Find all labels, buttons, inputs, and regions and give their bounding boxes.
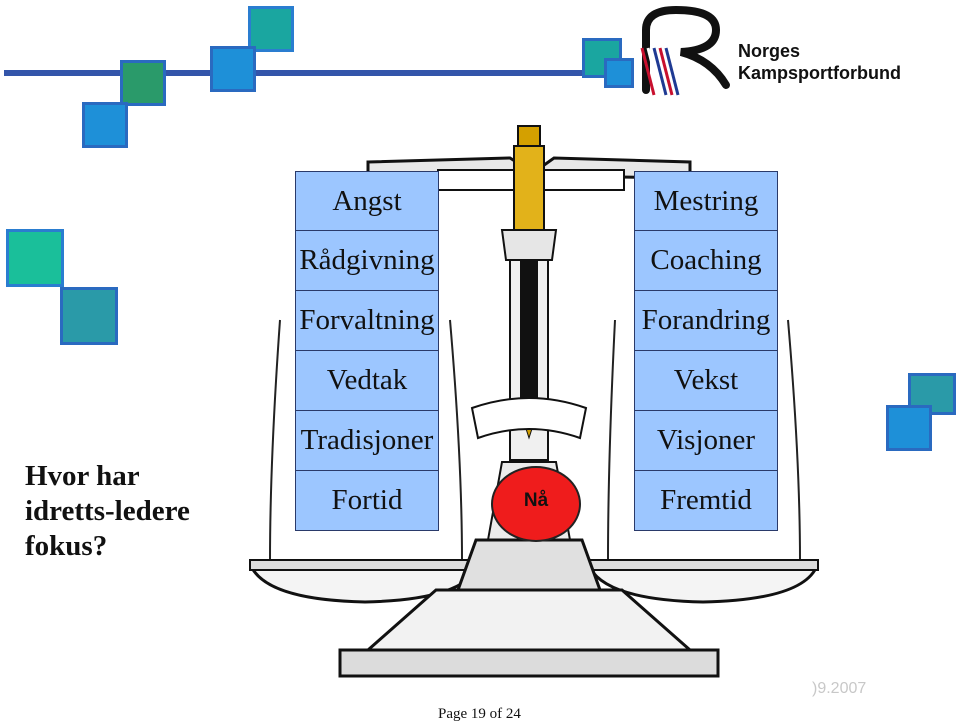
left-pan-item: Rådgivning xyxy=(295,231,439,291)
slide-question: Hvor har idretts-ledere fokus? xyxy=(25,459,190,564)
logo-text: Norges Kampsportforbund xyxy=(738,40,901,84)
now-badge: Nå xyxy=(491,466,581,542)
left-pan-list: Angst Rådgivning Forvaltning Vedtak Trad… xyxy=(295,171,439,531)
right-pan-list: Mestring Coaching Forandring Vekst Visjo… xyxy=(634,171,778,531)
right-pan-item: Mestring xyxy=(634,171,778,231)
right-pan-item: Fremtid xyxy=(634,471,778,531)
right-pan-item: Coaching xyxy=(634,231,778,291)
question-line-3: fokus? xyxy=(25,530,108,562)
date-fragment: )9.2007 xyxy=(812,680,867,697)
left-pan-item: Vedtak xyxy=(295,351,439,411)
deco-square xyxy=(6,229,64,287)
logo-line-1: Norges xyxy=(738,41,801,61)
deco-square xyxy=(82,102,128,148)
left-pan-item: Fortid xyxy=(295,471,439,531)
right-pan-item: Vekst xyxy=(634,351,778,411)
balance-scale-illustration xyxy=(249,125,819,678)
right-pan-item: Visjoner xyxy=(634,411,778,471)
question-line-1: Hvor har xyxy=(25,460,140,492)
deco-square xyxy=(248,6,294,52)
federation-logo-icon xyxy=(640,5,730,96)
left-pan-item: Angst xyxy=(295,171,439,231)
logo-line-2: Kampsportforbund xyxy=(738,63,901,83)
question-line-2: idretts-ledere xyxy=(25,495,190,527)
deco-square xyxy=(60,287,118,345)
deco-square xyxy=(908,373,956,415)
right-pan-item: Forandring xyxy=(634,291,778,351)
now-label: Nå xyxy=(523,490,549,511)
deco-square xyxy=(886,405,932,451)
left-pan-item: Forvaltning xyxy=(295,291,439,351)
header-rule xyxy=(4,70,604,76)
page-number: Page 19 of 24 xyxy=(438,706,521,722)
deco-square xyxy=(604,58,634,88)
left-pan-item: Tradisjoner xyxy=(295,411,439,471)
deco-square xyxy=(210,46,256,92)
deco-square xyxy=(120,60,166,106)
